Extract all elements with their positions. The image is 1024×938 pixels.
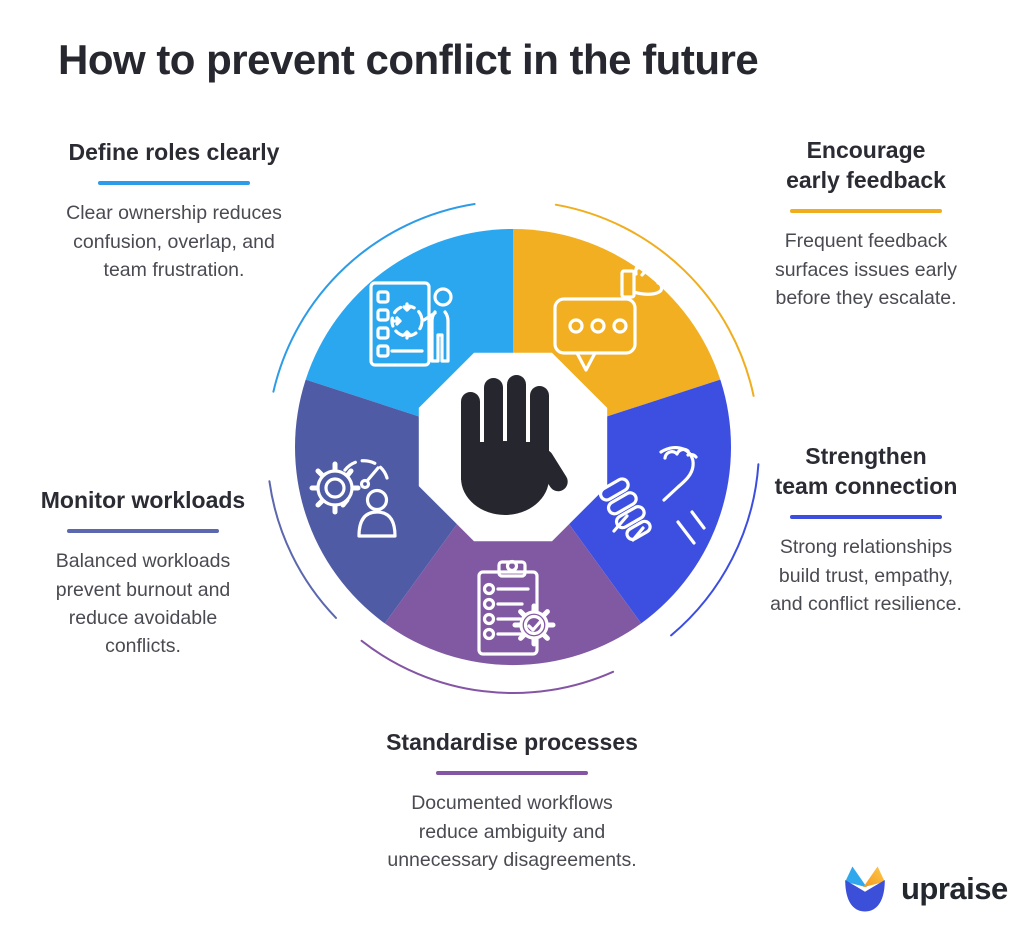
logo-right-ear: [863, 866, 885, 888]
wheel-segments: [294, 229, 732, 666]
logo-body: [845, 880, 885, 912]
arc-bottom: [360, 639, 615, 695]
arc-right: [670, 463, 760, 637]
clipboard-gear-icon: [477, 559, 556, 656]
logo-left-ear: [845, 866, 867, 888]
stop-hand-icon: [461, 375, 568, 515]
callout-standardise-processes-title: Standardise processes: [386, 729, 638, 755]
callout-encourage-feedback: Encourage early feedback Frequent feedba…: [752, 136, 980, 312]
callout-standardise-processes-body: Documented workflows reduce ambiguity an…: [387, 792, 637, 871]
callout-strengthen-connection-body: Strong relationships build trust, empath…: [770, 536, 962, 615]
callout-monitor-workloads: Monitor workloads Balanced workloads pre…: [22, 486, 264, 660]
accent-rule-strengthen-connection: [790, 514, 942, 520]
callout-encourage-feedback-body: Frequent feedback surfaces issues early …: [774, 230, 958, 309]
callout-define-roles-body: Clear ownership reduces confusion, overl…: [66, 202, 282, 281]
callout-strengthen-connection: Strengthen team connection Strong relati…: [744, 442, 988, 618]
page-title: How to prevent conflict in the future: [58, 36, 759, 83]
checklist-target-person-icon: [369, 281, 453, 367]
callout-define-roles-title: Define roles clearly: [68, 139, 280, 165]
accent-rule-standardise-processes: [436, 770, 588, 776]
callout-monitor-workloads-body: Balanced workloads prevent burnout and r…: [55, 550, 231, 658]
arc-top-right: [554, 203, 755, 397]
decorative-arcs: [268, 203, 760, 695]
callout-define-roles: Define roles clearly Clear ownership red…: [40, 138, 308, 284]
accent-rule-define-roles: [98, 180, 250, 186]
prevention-wheel: [268, 203, 760, 695]
callout-standardise-processes: Standardise processes Documented workflo…: [347, 728, 677, 874]
arc-top-left: [272, 203, 476, 393]
gear-gauge-person-icon: [309, 459, 397, 538]
callout-strengthen-connection-title: Strengthen team connection: [774, 443, 958, 499]
brand-wordmark: upraise: [901, 871, 1008, 906]
upraise-logo-icon: [845, 866, 885, 912]
accent-rule-encourage-feedback: [790, 208, 942, 214]
brand-logo: upraise: [838, 862, 1008, 916]
thumbs-up-message-icon: [553, 260, 664, 372]
clasped-hands-icon: [598, 446, 706, 545]
arc-bottom-left: [268, 480, 337, 619]
callout-monitor-workloads-title: Monitor workloads: [40, 487, 246, 513]
accent-rule-monitor-workloads: [67, 528, 219, 534]
callout-encourage-feedback-title: Encourage early feedback: [786, 137, 946, 193]
wheel-segment-standardise-processes: [384, 447, 642, 666]
